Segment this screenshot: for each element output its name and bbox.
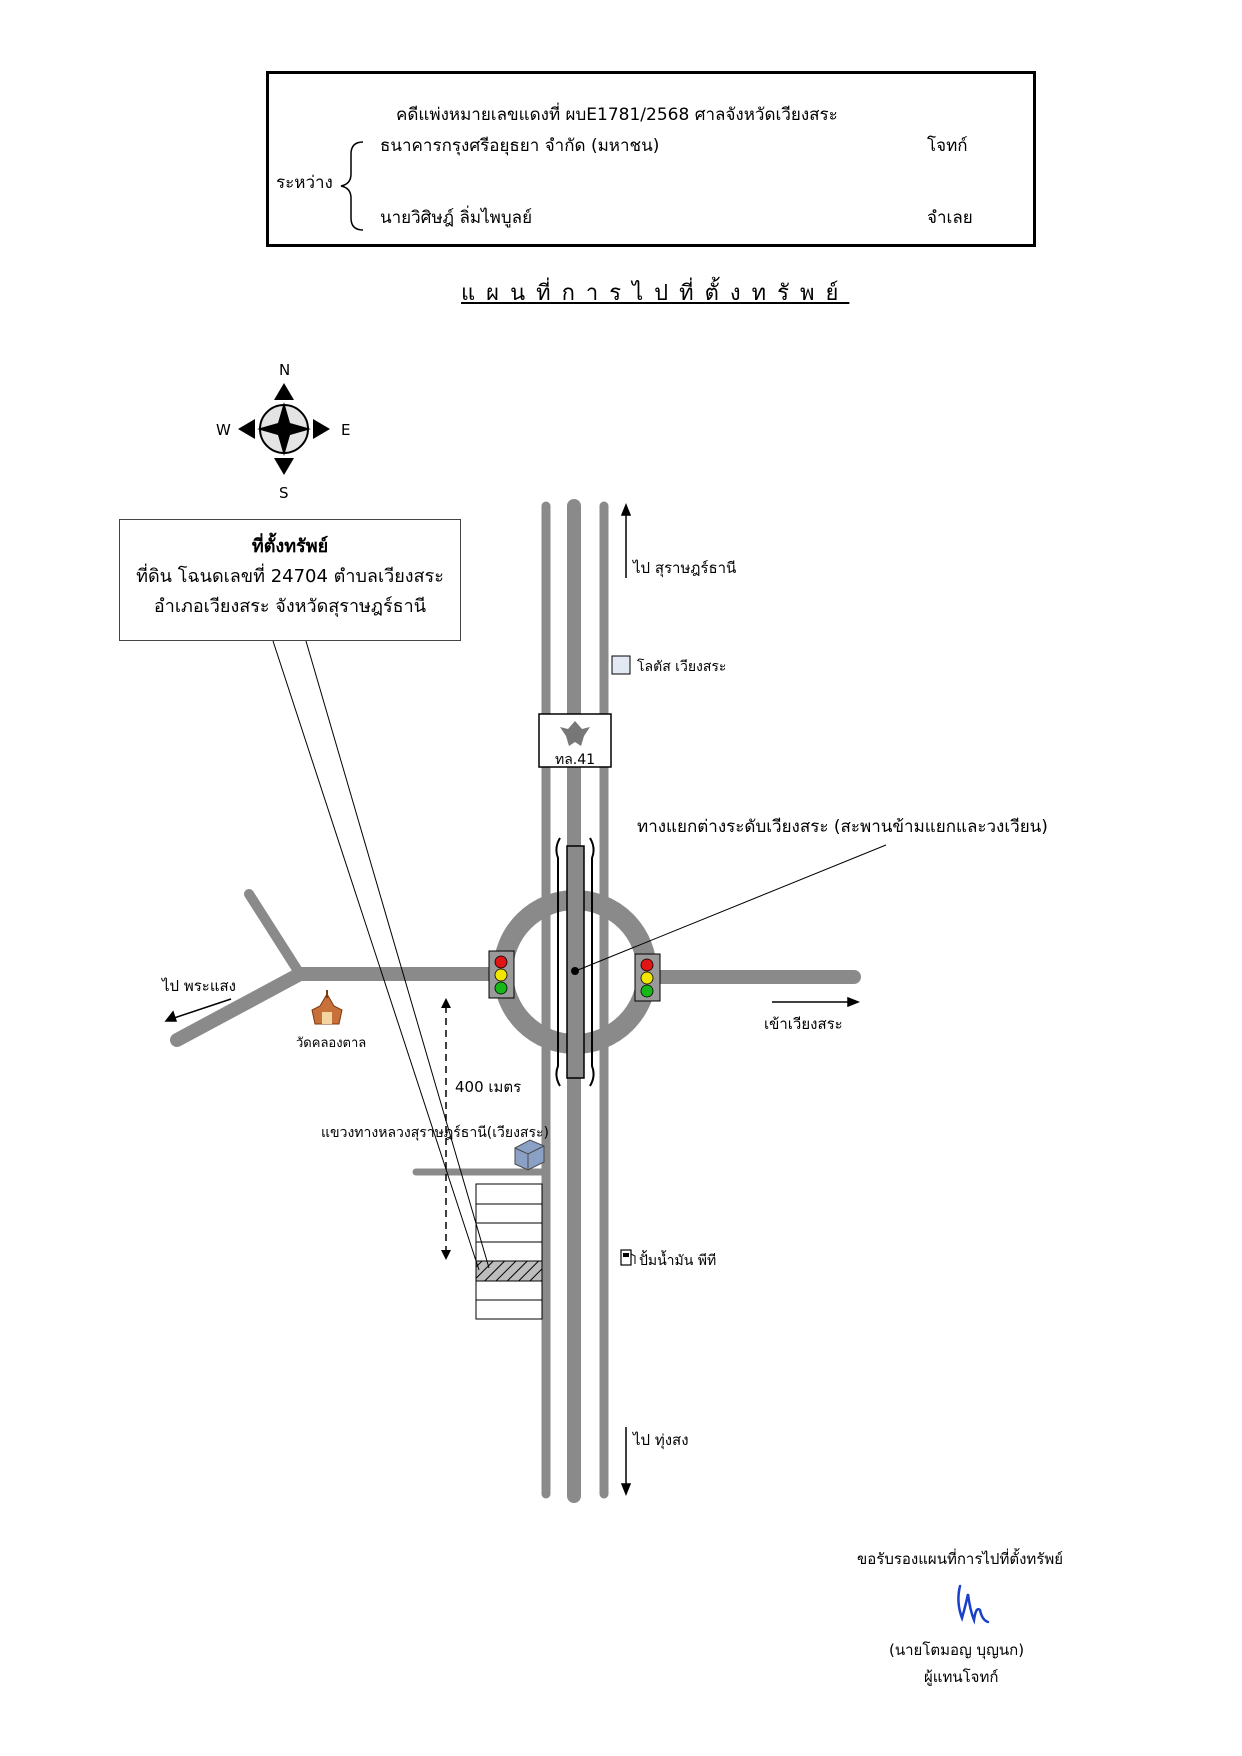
lotus-label: โลตัส เวียงสระ	[637, 659, 727, 675]
garuda-emblem-icon	[560, 721, 590, 746]
case-number-line: คดีแพ่งหมายเลขแดงที่ ผบE1781/2568 ศาลจัง…	[396, 105, 838, 125]
representative-role: ผู้แทนโจทก์	[924, 1668, 999, 1686]
compass-rose-icon	[238, 383, 330, 475]
defendant-name: นายวิศิษฎ์ ลิ่มไพบูลย์	[380, 208, 533, 228]
to-thung-song-label: ไป ทุ่งสง	[633, 1431, 689, 1449]
gas-station-label: ปั้มน้ำมัน พีที	[639, 1253, 717, 1269]
property-heading: ที่ตั้งทรัพย์	[251, 536, 329, 557]
compass-east-label: E	[341, 421, 351, 439]
direction-arrows	[164, 502, 861, 1497]
representative-name: (นายโตมอญ บุญนก)	[889, 1641, 1025, 1659]
temple-label: วัดคลองตาล	[296, 1036, 367, 1051]
property-deed-line: ที่ดิน โฉนดเลขที่ 24704 ตำบลเวียงสระ	[136, 566, 444, 587]
subject-plot-hatched	[475, 1260, 543, 1282]
compass-north-label: N	[279, 361, 291, 379]
property-location-box: ที่ตั้งทรัพย์ ที่ดิน โฉนดเลขที่ 24704 ตำ…	[119, 519, 461, 641]
signature-image	[957, 1584, 990, 1625]
office-building-icon	[514, 1139, 545, 1171]
case-header-box: คดีแพ่งหมายเลขแดงที่ ผบE1781/2568 ศาลจัง…	[266, 71, 1036, 247]
compass-south-label: S	[279, 484, 289, 502]
traffic-light-icon	[634, 953, 661, 1002]
temple-icon	[311, 990, 343, 1025]
highway-office-label: ทล.41	[555, 752, 596, 768]
between-label: ระหว่าง	[276, 173, 333, 193]
to-phrasaeng-label: ไป พระแสง	[162, 977, 236, 995]
traffic-light-icon	[488, 950, 515, 999]
bridge-end-marks	[555, 837, 595, 1087]
road-network	[170, 499, 861, 1503]
store-marker-icon	[611, 655, 631, 675]
highway-district-label: แขวงทางหลวงสุราษฎร์ธานี(เวียงสระ)	[321, 1125, 549, 1141]
land-plots	[475, 1183, 543, 1320]
to-wiang-sa-label: เข้าเวียงสระ	[764, 1015, 843, 1033]
distance-arrow	[441, 998, 451, 1260]
property-district-line: อำเภอเวียงสระ จังหวัดสุราษฎร์ธานี	[153, 596, 427, 617]
distance-label: 400 เมตร	[455, 1078, 522, 1096]
certification-text: ขอรับรองแผนที่การไปที่ตั้งทรัพย์	[857, 1550, 1064, 1568]
overpass-bridge	[566, 845, 585, 1079]
compass-west-label: W	[216, 421, 231, 439]
defendant-role: จำเลย	[927, 208, 973, 228]
plaintiff-role: โจทก์	[927, 136, 968, 156]
gas-pump-icon	[620, 1249, 636, 1266]
plaintiff-name: ธนาคารกรุงศรีอยุธยา จำกัด (มหาชน)	[380, 136, 660, 156]
interchange-label: ทางแยกต่างระดับเวียงสระ (สะพานข้ามแยกและ…	[637, 817, 1048, 837]
interchange-callout-line	[577, 844, 887, 971]
brace-icon	[340, 141, 364, 231]
property-callout-lines	[272, 640, 490, 1271]
to-surat-label: ไป สุราษฎร์ธานี	[633, 559, 737, 577]
map-title: แผนที่การไปที่ตั้งทรัพย์	[461, 281, 850, 306]
